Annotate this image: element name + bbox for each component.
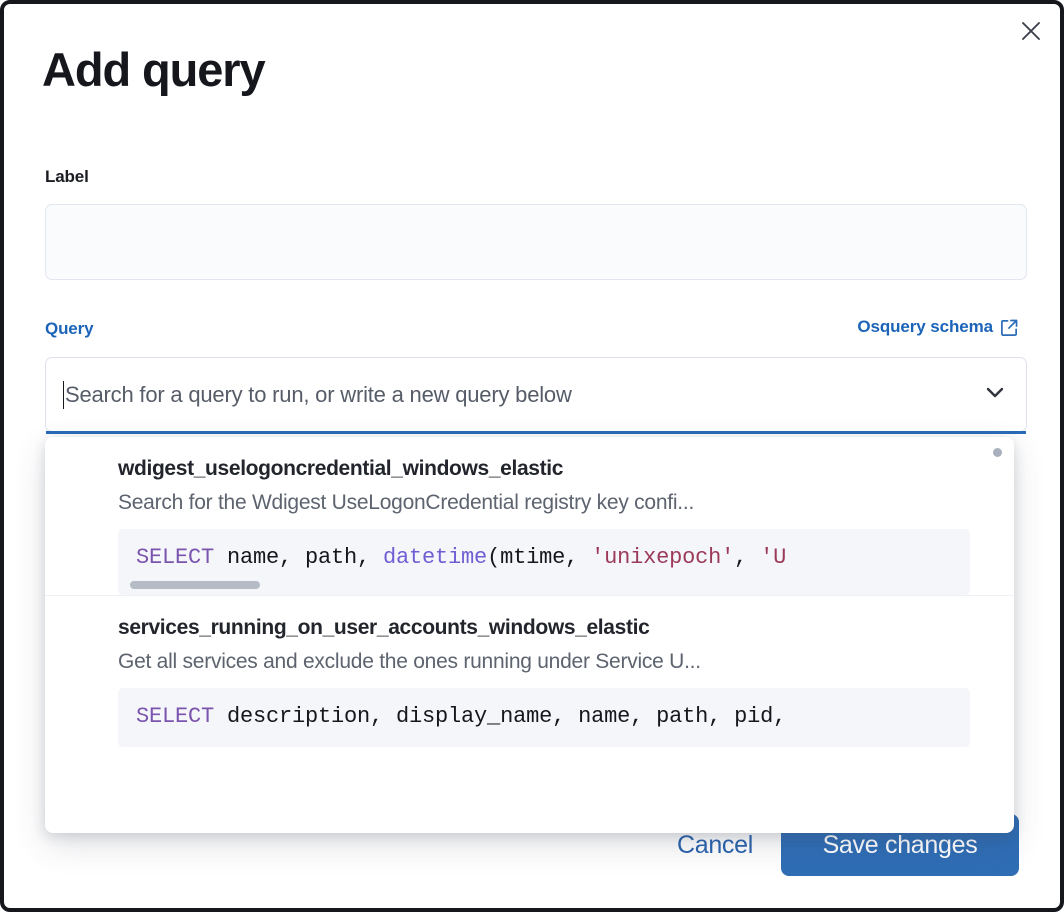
sql-scrollbar-thumb[interactable] bbox=[130, 580, 260, 589]
list-item[interactable]: wdigest_uselogoncredential_windows_elast… bbox=[45, 437, 1014, 595]
list-item-description: Search for the Wdigest UseLogonCredentia… bbox=[118, 491, 695, 514]
osquery-schema-link[interactable]: Osquery schema bbox=[857, 317, 1019, 337]
sql-token: SELECT bbox=[136, 703, 215, 729]
sql-token: datetime bbox=[383, 545, 488, 570]
query-suggestions-dropdown: wdigest_uselogoncredential_windows_elast… bbox=[45, 437, 1014, 833]
sql-token: 'U bbox=[760, 545, 787, 570]
osquery-schema-link-label: Osquery schema bbox=[857, 317, 993, 336]
text-cursor bbox=[63, 380, 64, 409]
page-title: Add query bbox=[42, 43, 266, 96]
chevron-down-icon[interactable] bbox=[980, 377, 1010, 412]
scrollbar-indicator[interactable] bbox=[993, 448, 1002, 457]
list-item-description: Get all services and exclude the ones ru… bbox=[118, 649, 701, 673]
query-field-label: Query bbox=[45, 319, 94, 338]
sql-token: 'unixepoch' bbox=[591, 545, 735, 570]
sql-token: description, display_name, name, path, p… bbox=[214, 703, 787, 729]
query-combobox-placeholder: Search for a query to run, or write a ne… bbox=[65, 381, 572, 407]
sql-token: , bbox=[734, 545, 761, 570]
label-field-label: Label bbox=[45, 167, 89, 186]
sql-token: SELECT bbox=[136, 545, 215, 570]
query-combobox[interactable]: Search for a query to run, or write a ne… bbox=[45, 357, 1027, 434]
external-link-icon bbox=[1000, 318, 1019, 337]
list-item-title: services_running_on_user_accounts_window… bbox=[118, 615, 650, 639]
sql-token: (mtime, bbox=[487, 545, 592, 570]
list-item-title: wdigest_uselogoncredential_windows_elast… bbox=[118, 457, 564, 480]
sql-horizontal-scrollbar[interactable] bbox=[118, 573, 970, 595]
sql-code-1: SELECT description, display_name, name, … bbox=[118, 702, 970, 732]
sql-block-padding bbox=[118, 731, 970, 747]
list-item-sql-block: SELECT name, path, datetime(mtime, 'unix… bbox=[118, 529, 970, 595]
list-separator bbox=[45, 594, 1014, 596]
sql-token: name, path, bbox=[214, 545, 384, 570]
list-item-sql-block: SELECT description, display_name, name, … bbox=[118, 687, 970, 748]
cancel-button[interactable]: Cancel bbox=[663, 821, 767, 870]
close-icon bbox=[1020, 20, 1042, 42]
label-input[interactable] bbox=[45, 204, 1027, 280]
list-item[interactable]: services_running_on_user_accounts_window… bbox=[45, 596, 1014, 748]
sql-code-0: SELECT name, path, datetime(mtime, 'unix… bbox=[118, 543, 970, 573]
close-button[interactable] bbox=[1014, 14, 1048, 48]
